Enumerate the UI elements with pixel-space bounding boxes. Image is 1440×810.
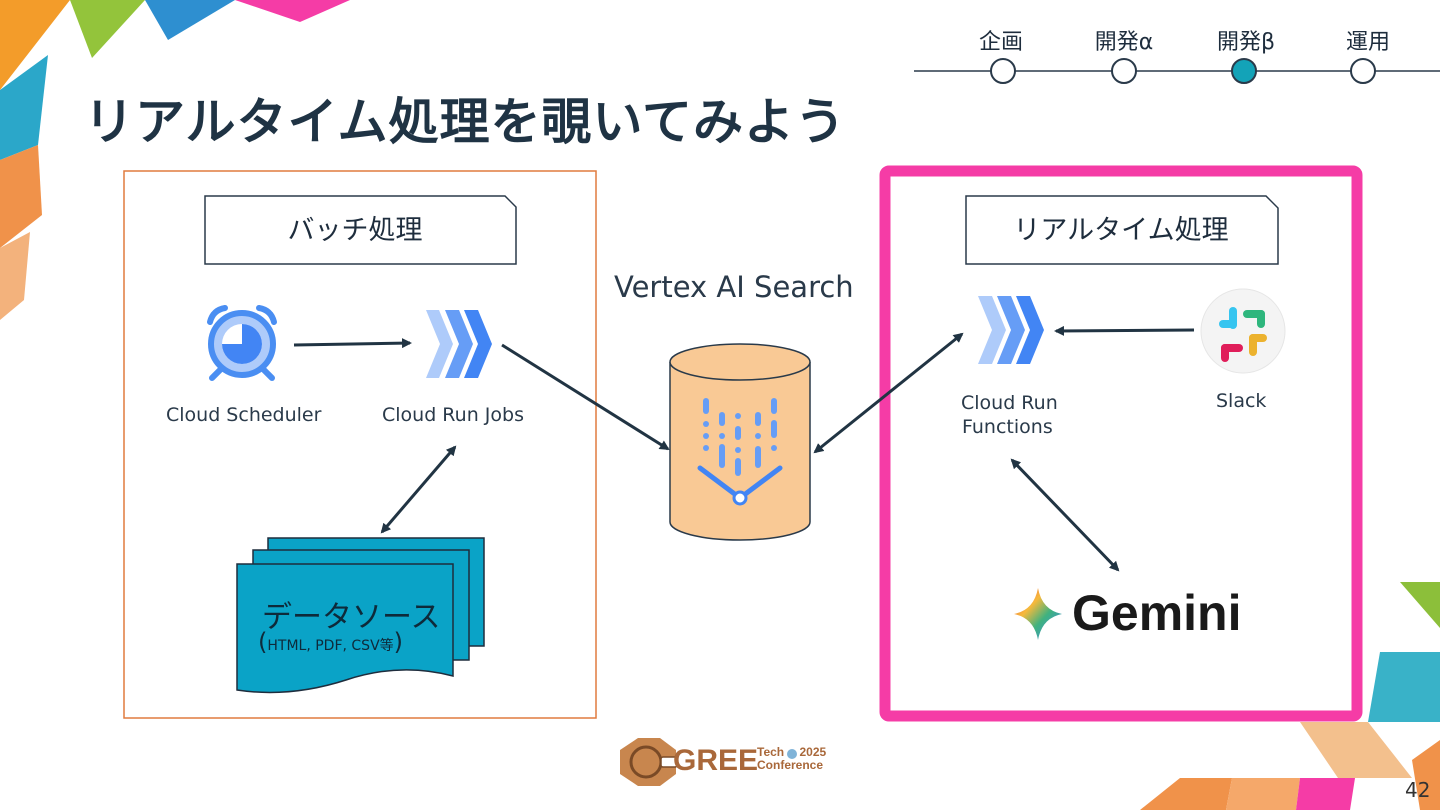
deco-shape — [1300, 722, 1412, 778]
gemini-sparkle-icon — [1014, 588, 1062, 640]
deco-shape — [0, 0, 70, 90]
progress-label-planning: 企画 — [978, 30, 1024, 55]
realtime-heading: リアルタイム処理 — [1013, 215, 1229, 246]
progress-label-operation: 運用 — [1345, 30, 1391, 55]
gree-logo-word: GREE — [673, 744, 759, 777]
data-source-close-paren: ) — [393, 628, 404, 656]
gree-logo-conference: Conference — [757, 758, 824, 772]
slack-label: Slack — [1216, 390, 1267, 412]
arrow-scheduler-to-jobs — [293, 338, 412, 349]
cloud-run-jobs-label: Cloud Run Jobs — [382, 404, 524, 426]
cloud-run-jobs-icon — [426, 310, 492, 378]
deco-shape — [145, 0, 235, 40]
progress-dot-operation — [1350, 58, 1376, 84]
vertex-ai-search-database-icon — [669, 343, 811, 541]
batch-heading-box — [204, 195, 517, 265]
deco-shape — [1140, 778, 1232, 810]
deco-shape — [1368, 652, 1440, 722]
cloud-scheduler-icon — [207, 305, 277, 381]
realtime-heading-box — [965, 195, 1279, 265]
cloud-scheduler-label: Cloud Scheduler — [166, 404, 322, 426]
arrow-functions-gemini — [1010, 458, 1120, 572]
deco-shape — [0, 145, 42, 248]
vertex-ai-search-label: Vertex AI Search — [614, 270, 854, 304]
progress-dot-dev-alpha — [1111, 58, 1137, 84]
cloud-run-functions-label-line1: Cloud Run — [961, 392, 1058, 414]
arrow-jobs-datasource — [380, 445, 457, 534]
progress-dot-dev-beta-active — [1231, 58, 1257, 84]
arrow-search-functions — [813, 332, 964, 454]
cloud-run-functions-label-line2: Functions — [962, 416, 1053, 438]
gree-logo-tech: Tech — [757, 745, 785, 759]
data-source-subtitle: (HTML, PDF, CSV等) — [258, 628, 403, 656]
progress-label-dev-beta: 開発β — [1216, 30, 1276, 55]
page-number: 42 — [1405, 778, 1431, 802]
gemini-wordmark: Gemini — [1072, 585, 1242, 641]
batch-heading: バッチ処理 — [287, 215, 423, 246]
deco-shape — [1296, 778, 1355, 810]
data-source-formats: HTML, PDF, CSV等 — [267, 638, 394, 654]
deco-shape — [0, 232, 30, 320]
progress-label-dev-alpha: 開発α — [1094, 30, 1154, 55]
data-source-open-paren: ( — [258, 628, 268, 656]
gree-logo-subtext: Tech 2025 Conference — [757, 746, 826, 772]
cloud-run-functions-icon — [978, 296, 1044, 364]
gree-logo-year: 2025 — [799, 745, 827, 759]
gree-conference-logo-mark — [620, 738, 797, 786]
progress-track — [914, 58, 1440, 84]
deco-shape — [70, 0, 145, 58]
arrow-slack-to-functions — [1054, 325, 1195, 336]
batch-container — [123, 170, 597, 719]
arrow-jobs-to-search — [501, 343, 670, 451]
deco-shape — [235, 0, 350, 22]
deco-shape — [1412, 740, 1440, 810]
deco-shape — [0, 55, 48, 160]
page-title: リアルタイム処理を覗いてみよう — [84, 93, 846, 151]
progress-dot-planning — [990, 58, 1016, 84]
deco-shape — [1400, 582, 1440, 628]
deco-shape — [1226, 778, 1300, 810]
data-source-title: データソース — [262, 600, 441, 635]
data-source-stack — [236, 537, 485, 694]
slack-icon — [1200, 288, 1286, 374]
